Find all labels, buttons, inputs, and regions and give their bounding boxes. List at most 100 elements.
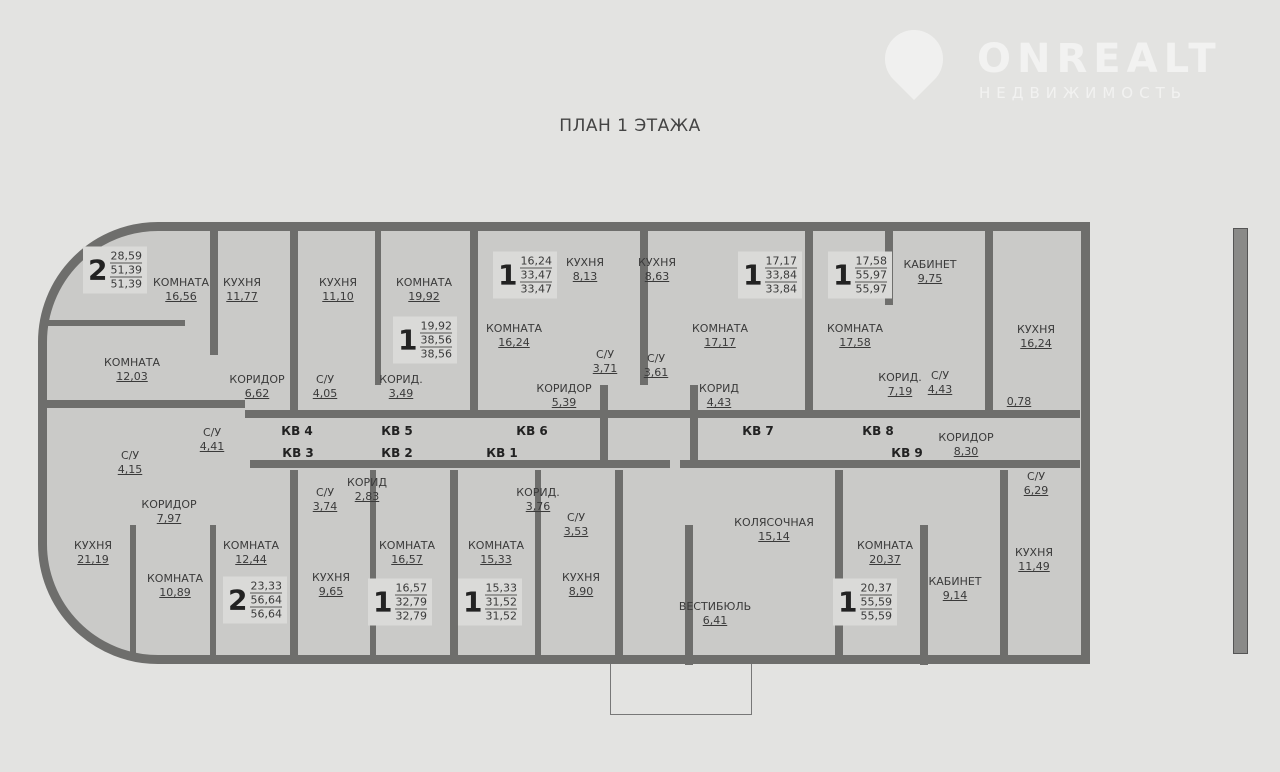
wall	[985, 225, 993, 415]
total-area-with-balcony: 31,52	[485, 609, 517, 623]
room-name: КОМНАТА	[486, 322, 542, 335]
apartment-label: КВ 6	[516, 424, 548, 438]
room-name: КОРИД.	[379, 373, 423, 386]
apartment-label: КВ 9	[891, 446, 923, 460]
room-name: КОРИД	[347, 476, 387, 489]
room-area: 15,33	[480, 553, 512, 566]
room-area: 4,43	[706, 396, 732, 409]
room-name: С/У	[595, 348, 615, 361]
room-count: 1	[743, 258, 763, 292]
total-area: 32,79	[395, 595, 427, 610]
room-name: КОРИД	[699, 382, 739, 395]
room-name: КОМНАТА	[379, 539, 435, 552]
room-area: 8,13	[572, 270, 598, 283]
room-name: КУХНЯ	[566, 256, 604, 269]
wall	[45, 400, 245, 408]
room-area: 3,76	[525, 500, 551, 513]
room-name: КОРИД.	[878, 371, 922, 384]
room-name: КУХНЯ	[1015, 546, 1053, 559]
room-area: 4,15	[117, 463, 143, 476]
room-name: КОРИДОР	[536, 382, 592, 395]
wall	[130, 525, 136, 660]
room-area: 17,17	[704, 336, 736, 349]
wall	[210, 225, 218, 355]
room-count: 1	[498, 258, 518, 292]
room-name: С/У	[315, 486, 335, 499]
room-label: КОРИД.3,76	[516, 486, 559, 514]
room-area: 8,30	[953, 445, 979, 458]
room-area: 16,24	[498, 336, 530, 349]
room-area: 19,92	[408, 290, 440, 303]
entrance-porch	[610, 664, 752, 715]
wall	[835, 470, 843, 660]
room-name: С/У	[120, 449, 140, 462]
wall	[600, 385, 608, 465]
room-label: 0,78	[1007, 395, 1032, 409]
total-area-with-balcony: 38,56	[420, 347, 452, 361]
total-area-with-balcony: 55,97	[855, 282, 887, 296]
room-name: КУХНЯ	[319, 276, 357, 289]
room-area: 15,14	[758, 530, 790, 543]
apartment-label: КВ 1	[486, 446, 518, 460]
room-area: 16,57	[391, 553, 423, 566]
room-name: КОМНАТА	[104, 356, 160, 369]
living-area: 15,33	[485, 581, 517, 596]
wall	[245, 410, 810, 418]
scale-bar	[1233, 228, 1248, 654]
total-area-with-balcony: 32,79	[395, 609, 427, 623]
total-area-with-balcony: 55,59	[860, 609, 892, 623]
room-area: 7,97	[156, 512, 182, 525]
room-area: 4,41	[199, 440, 225, 453]
watermark-subtitle: НЕДВИЖИМОСТЬ	[979, 84, 1188, 102]
room-area: 17,58	[839, 336, 871, 349]
total-area-with-balcony: 51,39	[110, 277, 142, 291]
living-area: 23,33	[250, 579, 282, 594]
room-name: КОМНАТА	[827, 322, 883, 335]
wall	[470, 225, 478, 415]
wall	[615, 470, 623, 660]
room-name: КОРИДОР	[141, 498, 197, 511]
apartment-label: КВ 7	[742, 424, 774, 438]
room-area: 4,43	[927, 383, 953, 396]
wall	[370, 470, 376, 660]
room-count: 2	[228, 583, 248, 617]
total-area: 38,56	[420, 333, 452, 348]
room-area: 3,61	[643, 366, 669, 379]
wall	[290, 470, 298, 660]
room-name: С/У	[202, 426, 222, 439]
living-area: 20,37	[860, 581, 892, 596]
wall	[805, 225, 813, 415]
room-name: С/У	[646, 352, 666, 365]
living-area: 17,17	[765, 254, 797, 269]
room-area: 4,05	[312, 387, 338, 400]
room-area: 5,39	[551, 396, 577, 409]
room-area: 8,63	[644, 270, 670, 283]
wall	[685, 525, 693, 665]
